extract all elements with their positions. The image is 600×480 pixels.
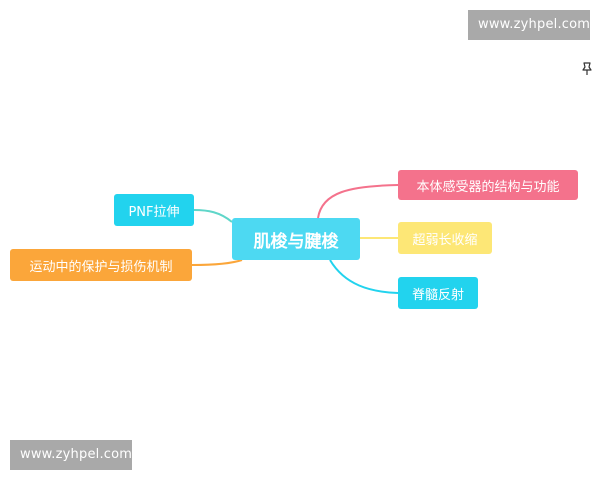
node-structure-function[interactable]: 本体感受器的结构与功能	[398, 170, 578, 200]
node-protection-injury[interactable]: 运动中的保护与损伤机制	[10, 249, 192, 281]
node-contraction-label: 超弱长收缩	[412, 232, 478, 248]
node-contraction[interactable]: 超弱长收缩	[398, 222, 492, 254]
node-pnf-stretch[interactable]: PNF拉伸	[114, 194, 194, 226]
node-protection-injury-label: 运动中的保护与损伤机制	[29, 259, 173, 275]
watermark-top: www.zyhpel.com	[468, 10, 590, 40]
node-spinal-reflex[interactable]: 脊髓反射	[398, 277, 478, 309]
node-center-label: 肌梭与腱梭	[253, 231, 339, 252]
node-spinal-reflex-label: 脊髓反射	[411, 287, 464, 303]
node-structure-function-label: 本体感受器的结构与功能	[416, 179, 560, 195]
connector-center-to-reflex	[329, 259, 399, 294]
node-center[interactable]: 肌梭与腱梭	[232, 218, 360, 260]
node-pnf-stretch-label: PNF拉伸	[128, 204, 180, 220]
pin-cursor-icon	[582, 62, 592, 75]
connector-center-to-structure	[317, 184, 399, 219]
connector-center-to-protection	[191, 259, 243, 266]
watermark-bottom: www.zyhpel.com	[10, 440, 132, 470]
connector-center-to-pnf	[193, 209, 233, 223]
